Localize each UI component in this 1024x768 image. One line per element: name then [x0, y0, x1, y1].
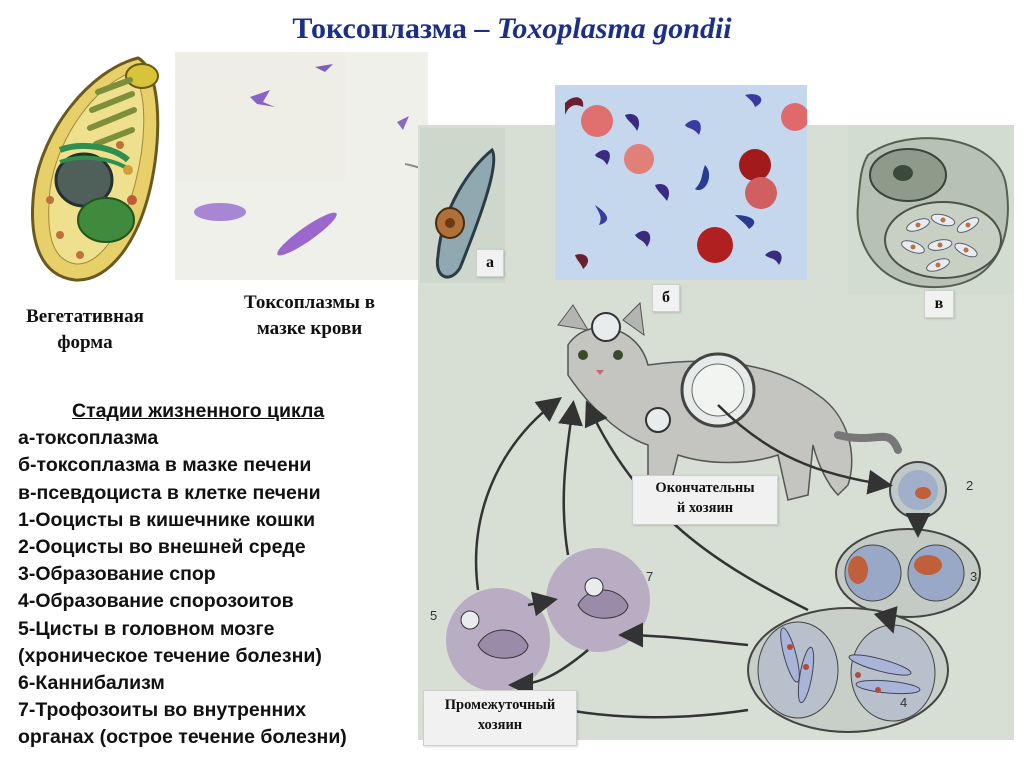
blood-smear-photo [175, 52, 428, 280]
cycle-number-2: 2 [966, 478, 973, 493]
panel-label-v: в [924, 290, 954, 318]
title-latin: Toxoplasma gondii [496, 12, 732, 45]
caption-line: Токсоплазмы в [244, 292, 375, 313]
stage-item: б-токсоплазма в мазке печени [18, 454, 312, 477]
caption-line: мазке крови [256, 318, 363, 339]
host-label-line: Промежуточный [444, 697, 556, 713]
caption-line: форма [57, 332, 113, 353]
panel-v-pseudocyst [848, 125, 1014, 295]
stage-item: 7-Трофозоиты во внутренних [18, 699, 307, 722]
cycle-number-5: 5 [430, 608, 437, 623]
panel-label-b: б [652, 284, 680, 312]
stage-item: 2-Ооцисты во внешней среде [18, 536, 306, 559]
vegetative-form-illustration [31, 56, 160, 282]
host-label-line: й хозяин [676, 500, 734, 516]
page-title: Токсоплазма – Toxoplasma gondii [0, 12, 1024, 46]
lifecycle-diagram: 2 3 4 5 7 [430, 301, 981, 733]
stage-item: 6-Каннибализм [18, 672, 165, 695]
stage-item: органах (острое течение болезни) [18, 726, 347, 749]
panel-b-liver-smear [555, 85, 807, 280]
intermediate-host-label: Промежуточный хозяин [423, 690, 577, 746]
panel-label-a: а [476, 249, 504, 277]
stage-item: (хроническое течение болезни) [18, 644, 322, 667]
definitive-host-label: Окончательны й хозяин [632, 475, 778, 525]
cycle-number-4: 4 [900, 695, 907, 710]
cat-illustration [557, 301, 902, 501]
stage-item: 4-Образование спорозоитов [18, 590, 294, 613]
stage-item: 1-Ооцисты в кишечнике кошки [18, 508, 316, 531]
title-main: Токсоплазма – [292, 12, 497, 45]
vegetative-caption: Вегетативная форма [0, 304, 170, 356]
host-label-line: Окончательны [655, 480, 755, 496]
stage-item: 5-Цисты в головном мозге [18, 617, 275, 640]
lifecycle-stages-list: Стадии жизненного цикла а-токсоплазма б-… [18, 398, 418, 752]
cycle-number-7: 7 [646, 569, 653, 584]
cycle-number-3: 3 [970, 569, 977, 584]
stage-item: 3-Образование спор [18, 563, 216, 586]
stages-heading: Стадии жизненного цикла [72, 400, 325, 422]
host-label-line: хозяин [477, 717, 523, 733]
stage-item: в-псевдоциста в клетке печени [18, 481, 321, 504]
blood-smear-caption: Токсоплазмы в мазке крови [222, 290, 397, 342]
stage-item: а-токсоплазма [18, 427, 159, 450]
caption-line: Вегетативная [26, 306, 144, 327]
